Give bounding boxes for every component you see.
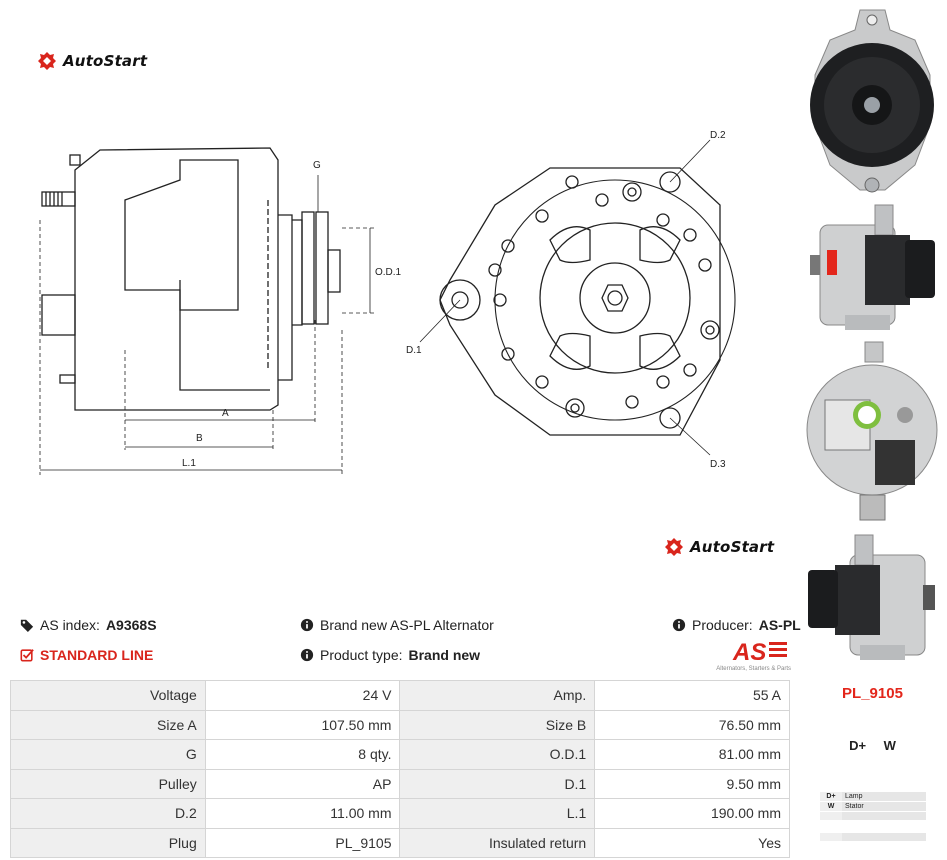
pin-name: W <box>820 801 842 812</box>
spec-key: Size B <box>399 709 596 740</box>
list-spacer <box>820 820 926 833</box>
spec-value: 76.50 mm <box>594 709 790 740</box>
producer-value: AS-PL <box>758 617 801 633</box>
pin-description: Stator <box>842 801 926 812</box>
spec-value: 9.50 mm <box>594 768 790 799</box>
product-description-text: Brand new AS-PL Alternator <box>320 617 494 633</box>
spec-value: 11.00 mm <box>204 798 401 829</box>
product-photo-rear[interactable] <box>805 340 940 530</box>
as-index-label: AS index: <box>40 617 100 633</box>
spec-key: Insulated return <box>399 827 596 858</box>
info-icon <box>300 648 314 662</box>
product-description: Brand new AS-PL Alternator <box>300 617 494 633</box>
spec-key: G <box>10 739 206 770</box>
spec-key: Amp. <box>399 680 596 711</box>
product-type-label: Product type: <box>320 647 403 663</box>
as-pl-logo-mark: AS <box>732 639 787 666</box>
pin-name: D+ <box>820 792 842 802</box>
table-row: Voltage 24 V Amp. 55 A <box>10 680 790 711</box>
spec-value: 107.50 mm <box>204 709 401 740</box>
spacer-cell <box>842 820 926 833</box>
autostart-logo-icon <box>38 52 56 70</box>
tag-icon <box>20 619 34 632</box>
as-pl-tagline: Alternators, Starters & Parts <box>716 666 791 672</box>
label-b: B <box>196 433 203 444</box>
list-item <box>820 811 926 821</box>
pin-description-empty <box>842 832 926 842</box>
autostart-logo-icon <box>665 538 683 556</box>
brand-name: AutoStart <box>63 52 148 70</box>
alternator-technical-drawing: G O.D.1 A B L.1 D.1 D.2 D.3 <box>39 130 736 475</box>
alternator-front-photo <box>810 9 934 193</box>
label-od1: O.D.1 <box>375 267 402 278</box>
spec-key: D.2 <box>10 798 206 829</box>
table-row: Plug PL_9105 Insulated return Yes <box>10 827 790 858</box>
pin-name-empty <box>820 811 842 821</box>
product-photo-side-alt[interactable] <box>805 530 940 670</box>
spec-value: 55 A <box>594 680 790 711</box>
list-item <box>820 832 926 842</box>
pin-description: Lamp <box>842 792 926 802</box>
checkbox-icon <box>20 649 34 662</box>
autostart-logo-secondary: AutoStart <box>664 537 774 557</box>
spec-key: Voltage <box>10 680 206 711</box>
list-item: D+ Lamp <box>820 792 926 802</box>
spec-key: O.D.1 <box>399 739 596 770</box>
product-photo-front[interactable] <box>805 5 940 200</box>
label-g: G <box>313 160 321 171</box>
spec-value: 81.00 mm <box>594 739 790 770</box>
spec-table: Voltage 24 V Amp. 55 A Size A 107.50 mm … <box>10 680 790 858</box>
spec-key: Pulley <box>10 768 206 799</box>
label-d1: D.1 <box>406 345 422 356</box>
standard-line-badge: STANDARD LINE <box>20 647 153 663</box>
label-d2: D.2 <box>710 130 726 141</box>
as-index-value: A9368S <box>105 617 157 633</box>
as-pl-logo-text: AS <box>732 639 766 664</box>
as-pl-logo: AS Alternators, Starters & Parts <box>703 638 791 672</box>
product-type-value: Brand new <box>408 647 481 663</box>
alternator-side-alt-photo <box>808 534 935 660</box>
producer: Producer: AS-PL <box>672 617 801 633</box>
info-icon <box>672 618 686 632</box>
standard-line-text: STANDARD LINE <box>40 647 154 663</box>
table-row: Size A 107.50 mm Size B 76.50 mm <box>10 709 790 740</box>
table-row: G 8 qty. O.D.1 81.00 mm <box>10 739 790 770</box>
spec-value: Yes <box>594 827 790 858</box>
plug-code: PL_9105 <box>842 685 903 702</box>
plug-pins: D+ W <box>849 738 896 753</box>
brand-name-secondary: AutoStart <box>690 538 775 556</box>
plug-legend: D+ Lamp W Stator <box>820 792 926 842</box>
label-a: A <box>222 408 229 419</box>
list-item: W Stator <box>820 801 926 812</box>
spec-key: L.1 <box>399 798 596 829</box>
product-type: Product type: Brand new <box>300 647 480 663</box>
as-index: AS index: A9368S <box>20 617 157 633</box>
label-l1: L.1 <box>182 458 196 469</box>
spec-value: PL_9105 <box>204 827 401 858</box>
spec-value: 24 V <box>204 680 401 711</box>
spec-value: 8 qty. <box>204 739 401 770</box>
spec-value: 190.00 mm <box>594 798 790 829</box>
pin-name-empty <box>820 832 842 842</box>
table-row: D.2 11.00 mm L.1 190.00 mm <box>10 798 790 829</box>
producer-label: Producer: <box>692 617 753 633</box>
spec-key: Size A <box>10 709 206 740</box>
product-photo-side[interactable] <box>805 200 940 340</box>
alternator-rear-photo <box>806 341 938 521</box>
alternator-side-photo <box>810 204 935 330</box>
info-icon <box>300 618 314 632</box>
spec-key: D.1 <box>399 768 596 799</box>
spacer-cell <box>820 820 842 833</box>
spec-key: Plug <box>10 827 206 858</box>
spec-value: AP <box>204 768 401 799</box>
label-d3: D.3 <box>710 459 726 470</box>
pin-description-empty <box>842 811 926 821</box>
table-row: Pulley AP D.1 9.50 mm <box>10 768 790 799</box>
autostart-logo: AutoStart <box>37 51 147 71</box>
